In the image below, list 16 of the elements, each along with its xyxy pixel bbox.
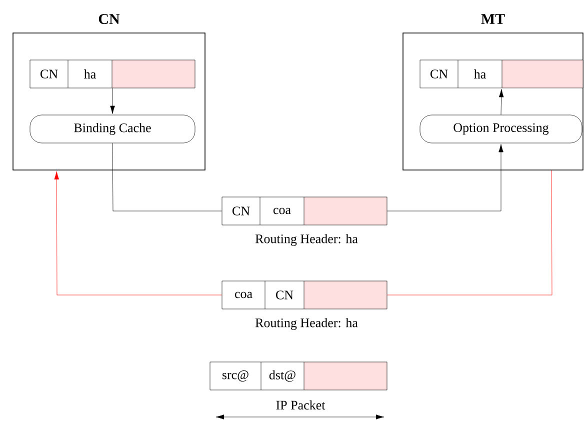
arrow <box>110 88 115 114</box>
packet-format: coa CN <box>222 280 388 310</box>
arrow <box>54 171 222 296</box>
node-label: Routing Header: ha <box>255 318 358 330</box>
process-box: Binding Cache <box>30 114 196 144</box>
packet-format: CN coa <box>222 196 388 226</box>
packet-format: src@ dst@ <box>210 362 388 390</box>
node-label: IP Packet <box>276 400 326 410</box>
packet-format: CN ha <box>420 60 584 88</box>
arrow <box>387 144 504 212</box>
packet-format: CN ha <box>30 60 196 88</box>
arrow <box>498 89 504 115</box>
node-label: CN <box>98 14 120 24</box>
process-box: Option Processing <box>420 114 582 144</box>
node-label: Routing Header: ha <box>255 234 358 246</box>
node-label: MT <box>481 14 505 24</box>
